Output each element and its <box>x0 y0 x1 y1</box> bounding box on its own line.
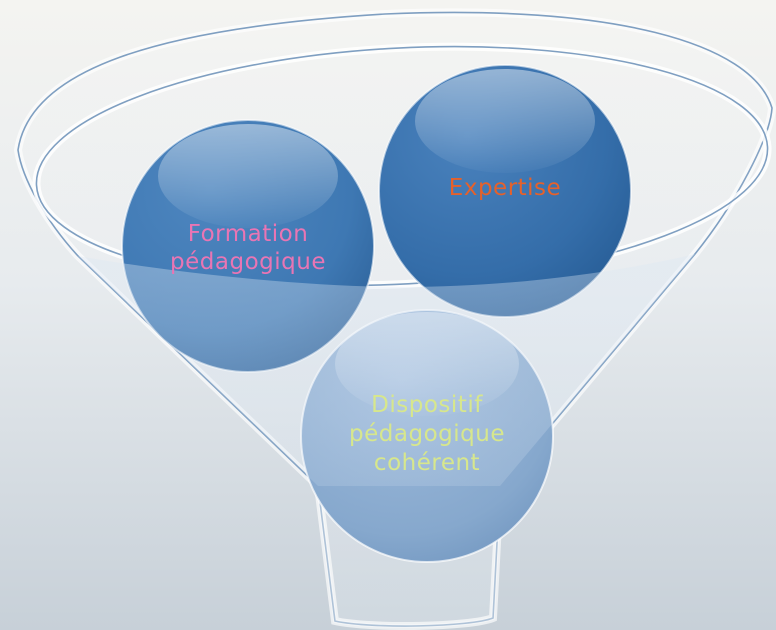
funnel-outline <box>17 11 773 627</box>
circle-dispositif-label-line-2: pédagogique <box>349 421 505 447</box>
circle-dispositif-label-line-3: cohérent <box>374 450 480 476</box>
circle-formation-label-line-2: pédagogique <box>170 249 326 275</box>
funnel-lower-overlay <box>78 254 695 486</box>
circle-formation-gloss <box>158 124 338 228</box>
funnel-rim-outline <box>35 45 769 287</box>
circle-dispositif-label-line-1: Dispositif <box>371 392 483 418</box>
circle-expertise-gloss <box>415 69 595 173</box>
circle-formation-label-line-1: Formation <box>188 221 309 247</box>
circle-expertise-label: Expertise <box>449 175 561 201</box>
